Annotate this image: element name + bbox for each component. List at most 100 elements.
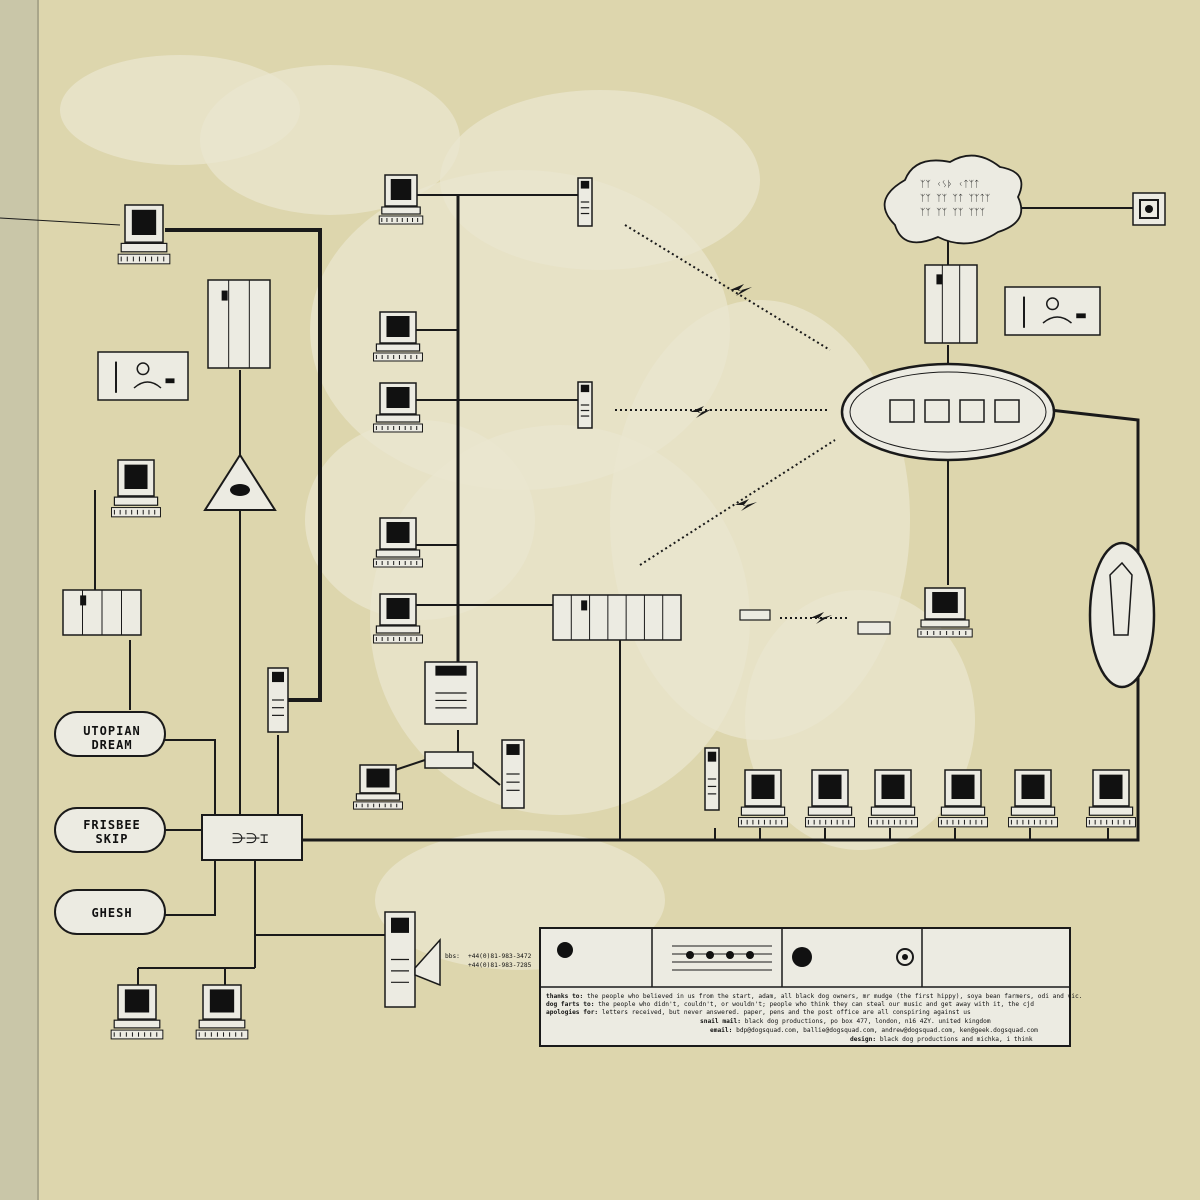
panel-glyph [136, 362, 150, 376]
screen [131, 209, 157, 235]
text-node-pill [54, 807, 166, 853]
computer-backbone [738, 769, 788, 828]
base-unit [120, 242, 168, 253]
deity-figure [1109, 561, 1133, 636]
mainframe-case [924, 264, 978, 344]
computer-bottom-left-2 [195, 984, 249, 1040]
bbs-label: bbs: [445, 953, 460, 960]
credit-snail-mail: snail mail: black dog productions, po bo… [700, 1018, 991, 1026]
screen [751, 774, 775, 799]
computer-center-4 [373, 593, 423, 644]
router-to-tower [469, 759, 501, 786]
screen [390, 179, 412, 200]
base-unit [381, 206, 421, 215]
credit-apologies: apologies for: letters received, but nev… [546, 1009, 971, 1017]
target-icon-dot [1145, 205, 1153, 213]
base-unit [807, 806, 853, 816]
base-unit [1010, 806, 1056, 816]
base-unit [375, 414, 421, 423]
cartouche-glyph [889, 399, 915, 423]
screen [209, 989, 235, 1013]
deity-cartouche [1088, 541, 1156, 689]
base-unit [113, 1019, 161, 1029]
mainframe-light [80, 595, 87, 606]
keyboard [195, 1029, 249, 1040]
lightning-bolt-2 [690, 406, 712, 418]
tower-bottom [384, 911, 416, 1008]
screen [932, 592, 958, 613]
credit-email: email: bdp@dogsquad.com, ballie@dogsquad… [710, 1027, 1038, 1035]
mainframe-light [221, 290, 228, 301]
credit-snail-mail-key: snail mail: [700, 1018, 741, 1025]
tower-slot [391, 917, 409, 933]
credit-design-key: design: [850, 1036, 877, 1043]
server-left [207, 279, 271, 369]
speech-pointer [414, 938, 441, 987]
base-unit [355, 793, 401, 801]
credit-apologies-key: apologies for: [546, 1009, 599, 1016]
computer-backbone [938, 769, 988, 828]
tower-slot [707, 751, 717, 762]
lightning-bolt-1 [730, 284, 752, 296]
music-note [686, 951, 694, 959]
tower-backbone [704, 747, 720, 811]
panel-glyph [1076, 313, 1086, 319]
tower-bottom-center [501, 739, 525, 809]
server-right [924, 264, 978, 344]
utopian-to-hub [165, 739, 216, 820]
base-unit [113, 496, 159, 506]
modem-device [739, 609, 771, 621]
tower-center [577, 381, 593, 429]
bbs-number-2: +44(0)81-983-7285 [468, 962, 532, 969]
info-glyph [557, 942, 573, 958]
keyboard [1008, 817, 1058, 828]
cartouche-glyph [959, 399, 985, 423]
credit-dog-farts-key: dog farts to: [546, 1001, 595, 1008]
tower-slot [435, 665, 467, 676]
base-unit [375, 549, 421, 558]
panel-glyph [1045, 297, 1060, 311]
computer-left-mid [111, 459, 161, 518]
credit-design: design: black dog productions and michka… [850, 1036, 1033, 1044]
mainframe-light [581, 600, 588, 611]
keyboard [373, 423, 423, 433]
computer-right [917, 587, 973, 638]
cartouche-glyph [924, 399, 950, 423]
node-label-utopian-dream: UTOPIAN DREAM [83, 724, 141, 752]
screen [124, 464, 148, 489]
router-center [424, 751, 474, 769]
keyboard [938, 817, 988, 828]
tower-slot [272, 671, 284, 683]
credit-thanks-text: the people who believed in us from the s… [587, 993, 1083, 1000]
light-patch [745, 590, 975, 850]
hub-box [201, 814, 303, 861]
music-note [726, 951, 734, 959]
keyboard [373, 634, 423, 644]
lightning-bolt-4 [810, 612, 832, 624]
info-glyph [896, 948, 914, 966]
computer-bottom-center [353, 764, 403, 810]
keyboard [117, 253, 171, 265]
base-unit [740, 806, 786, 816]
credit-thanks-key: thanks to: [546, 993, 584, 1000]
panel-glyph [165, 378, 175, 384]
music-staff [672, 945, 772, 971]
tower-slot [580, 180, 590, 189]
ghesh-to-hub [165, 860, 216, 916]
keyboard [917, 628, 973, 638]
screen [386, 316, 410, 337]
keyboard [738, 817, 788, 828]
music-note [746, 951, 754, 959]
cloud-glyph-line-1: ᛉᛉ ᚲᛊᚦ ᚲᛏᛉᛏ [920, 180, 980, 190]
node-label-ghesh: GHESH [91, 906, 133, 920]
computer-center-2 [373, 382, 423, 433]
cartouche-glyph [994, 399, 1020, 423]
screen [386, 598, 410, 619]
base-unit [1088, 806, 1134, 816]
screen [1099, 774, 1123, 799]
cloud-glyph-line-3: ᛉᛉ ᛉᛉ ᛉᛉ ᛉᛉᛉ [920, 208, 985, 218]
tower-slot [506, 744, 520, 755]
credit-dog-farts-text: the people who didn't, couldn't, or woul… [598, 1001, 1035, 1008]
